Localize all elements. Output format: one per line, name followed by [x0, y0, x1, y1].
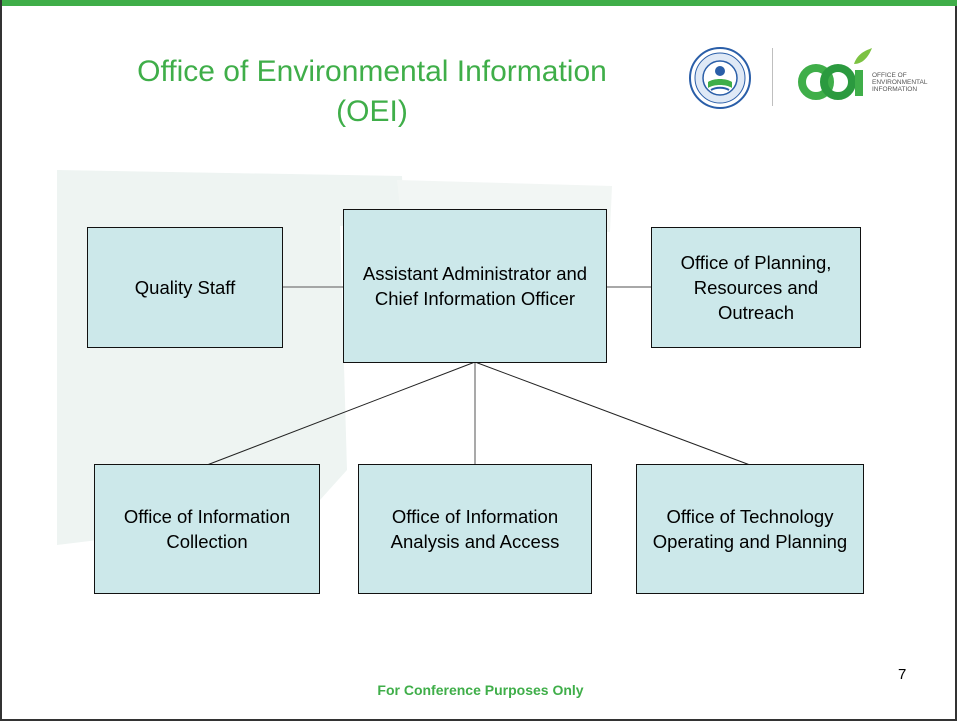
oei-logo-text: OFFICE OF ENVIRONMENTAL INFORMATION: [872, 72, 952, 93]
oei-logo-line: OFFICE OF: [872, 72, 907, 79]
org-box-quality-staff: Quality Staff: [87, 227, 283, 348]
org-box-label: Office of Information Collection: [123, 506, 291, 552]
oei-logo-icon: [798, 48, 872, 100]
oei-logo-line: INFORMATION: [872, 86, 918, 93]
slide-title: Office of Environmental Information (OEI…: [62, 52, 682, 132]
org-box-information-analysis-access: Office of Information Analysis and Acces…: [358, 464, 592, 594]
connector-child-3: [474, 361, 751, 466]
org-box-technology-operating-planning: Office of Technology Operating and Plann…: [636, 464, 864, 594]
title-line-1: Office of Environmental Information: [137, 55, 607, 88]
oei-logo-line: ENVIRONMENTAL: [872, 79, 928, 86]
page-number: 7: [898, 666, 907, 683]
org-box-label: Quality Staff: [134, 277, 236, 298]
org-box-planning-resources-outreach: Office of Planning, Resources and Outrea…: [651, 227, 861, 348]
org-box-label: Office of Technology Operating and Plann…: [652, 506, 848, 552]
title-line-2: (OEI): [336, 95, 408, 128]
connector-child-1: [206, 361, 476, 466]
org-box-information-collection: Office of Information Collection: [94, 464, 320, 594]
footer-text: For Conference Purposes Only: [377, 682, 584, 698]
org-box-label: Assistant Administrator and Chief Inform…: [362, 263, 588, 309]
org-box-label: Office of Information Analysis and Acces…: [390, 506, 560, 552]
top-accent-bar: [2, 0, 957, 6]
org-box-assistant-administrator: Assistant Administrator and Chief Inform…: [343, 209, 607, 363]
org-box-label: Office of Planning, Resources and Outrea…: [680, 252, 832, 323]
epa-seal-icon: [689, 47, 751, 109]
logo-divider: [772, 48, 773, 106]
